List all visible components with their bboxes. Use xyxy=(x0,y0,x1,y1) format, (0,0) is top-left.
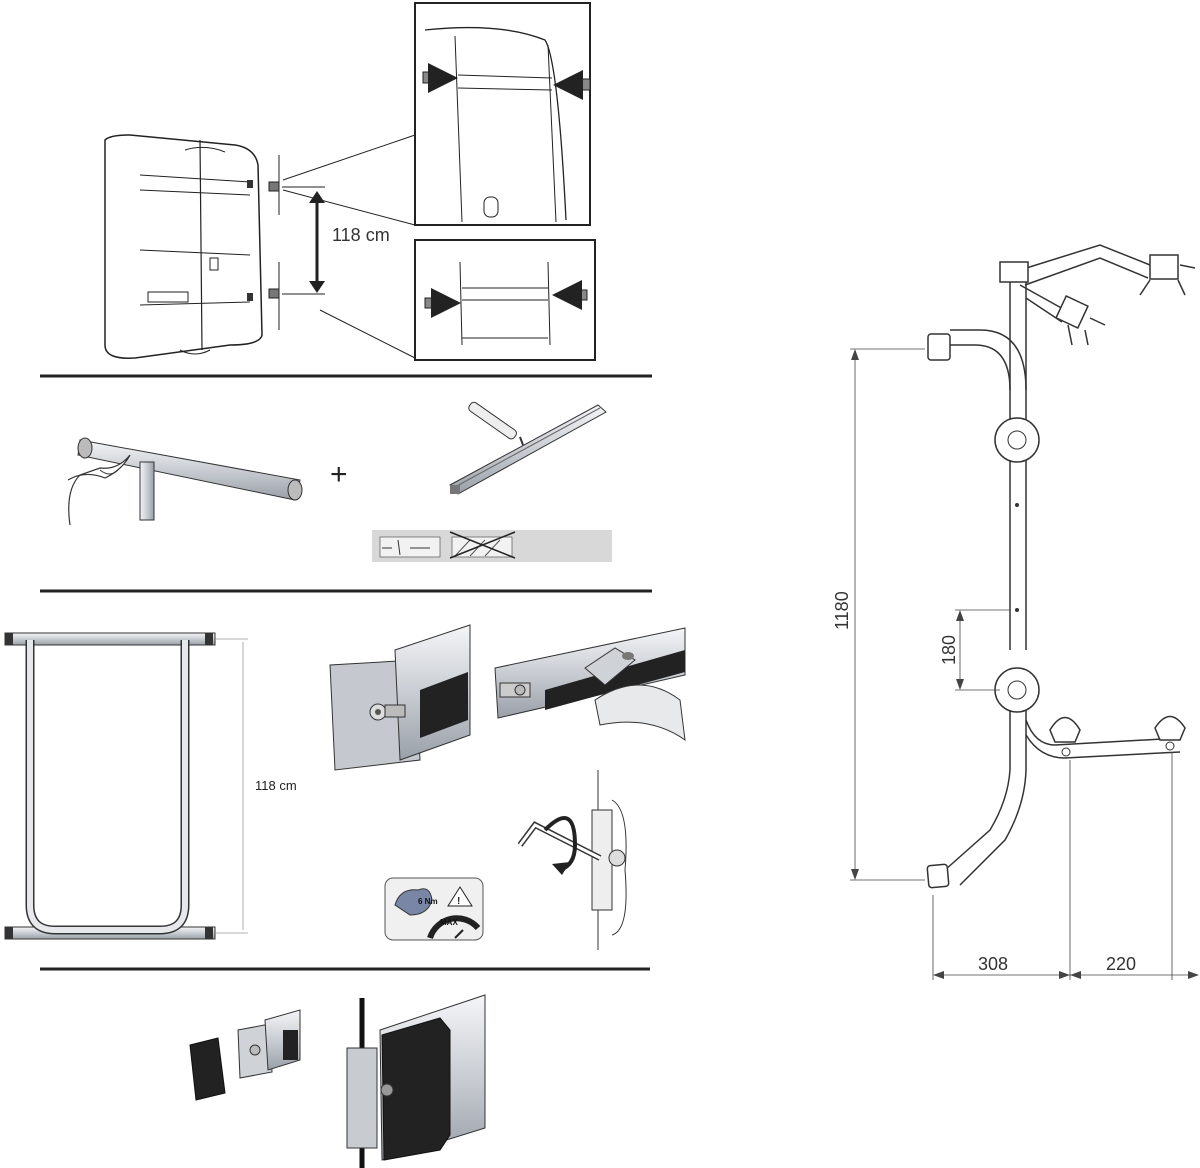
carrier-technical-drawing: 1180 180 308 220 xyxy=(832,244,1199,980)
dim-width-left-label: 308 xyxy=(978,954,1008,974)
step3-hex-key-tightening xyxy=(517,770,627,950)
step3-distance-label: 118 cm xyxy=(255,778,297,793)
step1-distance-arrow: 118 cm xyxy=(309,191,390,293)
step1-bracket-markers xyxy=(268,155,325,330)
step3-bracket-detail-left xyxy=(329,624,471,771)
torque-max: MAX xyxy=(440,918,458,927)
step1-callout-lines xyxy=(282,134,416,359)
torque-value: 6 Nm xyxy=(418,897,438,906)
dim-width-right-label: 220 xyxy=(1106,954,1136,974)
step2-rail-with-hand xyxy=(67,437,303,526)
step2-temperature-panel xyxy=(372,530,612,562)
step3-torque-badge: 6 Nm ! MAX xyxy=(384,877,484,941)
step4-endcap-installed xyxy=(346,994,486,1168)
step1-distance-label: 118 cm xyxy=(332,225,390,245)
step2-adhesive-strip xyxy=(449,401,607,495)
step2-plus-sign: + xyxy=(330,458,348,491)
dim-spacing-label: 180 xyxy=(939,635,959,665)
step3-dimension: 118 cm xyxy=(215,638,297,934)
step1-detail-top xyxy=(414,2,591,226)
step4-endcap-exploded xyxy=(189,1009,301,1101)
dim-height-label: 1180 xyxy=(832,591,852,630)
step3-bracket-detail-right xyxy=(494,627,686,742)
step1-van-rear xyxy=(104,134,263,359)
svg-text:!: ! xyxy=(457,896,460,907)
step3-ladder-frame xyxy=(4,632,216,940)
step1-detail-bottom xyxy=(414,239,596,361)
